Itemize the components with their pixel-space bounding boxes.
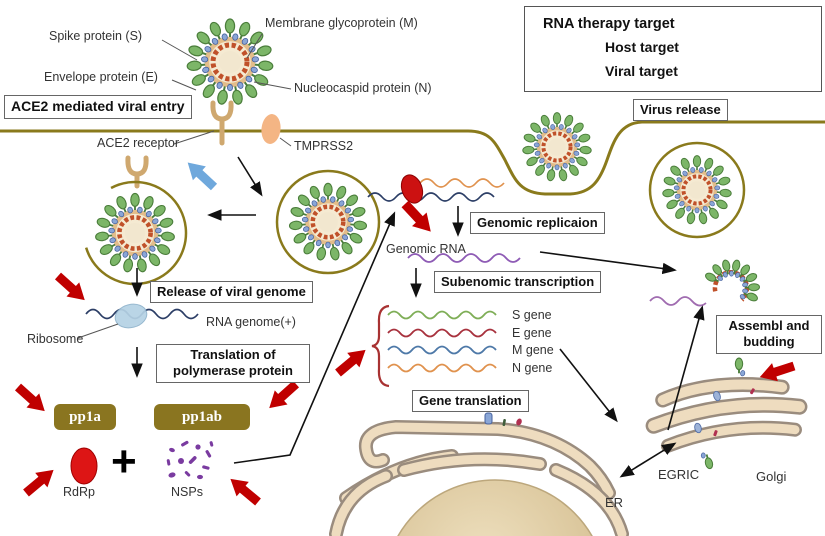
- entry-process-box: ACE2 mediated viral entry: [4, 95, 192, 119]
- release-vesicle: [648, 141, 746, 239]
- ribosome-label: Ribosome: [27, 332, 84, 346]
- nascent-rna-wave: [419, 178, 505, 188]
- nucleus: [397, 479, 593, 536]
- plus-sign: +: [111, 437, 137, 486]
- er-label: ER: [605, 495, 624, 510]
- egric-label: EGRIC: [658, 467, 700, 482]
- viral-arrow-pp1a: [11, 379, 52, 419]
- host-target-arrow-ace2: [181, 155, 221, 194]
- ribosome-shape: [114, 303, 148, 329]
- rna-genome-label: RNA genome(+): [206, 315, 296, 329]
- virus-release-box: Virus release: [633, 99, 728, 122]
- virion-endosome-right: [289, 183, 367, 261]
- assembling-rna-tail: [649, 296, 707, 307]
- pp1a-box: pp1a: [54, 404, 116, 430]
- virion-assembling: [703, 257, 761, 306]
- s-gene-wave: [387, 310, 497, 320]
- viral-arrow-replication: [397, 197, 439, 239]
- rdrp-on-template: [400, 174, 424, 204]
- flow-arrows: [131, 156, 705, 478]
- legend-host-label: Host target: [605, 39, 679, 55]
- spike-protein-label: Spike protein (S): [49, 29, 143, 43]
- n-gene-wave: [387, 363, 497, 373]
- golgi-membrane-proteins: [694, 357, 755, 472]
- virion-release: [662, 156, 732, 225]
- ace2-receptor-shape: [125, 100, 234, 189]
- nucleus-and-er: [329, 412, 629, 536]
- ace2-receptor-label: ACE2 receptor: [97, 136, 179, 150]
- legend-title: RNA therapy target: [543, 16, 675, 32]
- subgenomic-transcription-box: Subenomic transcription: [434, 271, 602, 294]
- endosome-left: [82, 180, 188, 286]
- er-membrane-proteins: [484, 412, 522, 427]
- gene-translation-box: Gene translation: [412, 390, 529, 413]
- nsps-cluster: [166, 440, 214, 480]
- m-gene-label: M gene: [512, 343, 554, 357]
- genomic-replication-box: Genomic replicaion: [470, 212, 605, 235]
- e-gene-wave: [387, 328, 497, 338]
- viral-arrow-rdrp: [19, 462, 60, 501]
- virion-extracellular: [186, 19, 273, 106]
- envelope-protein-label: Envelope protein (E): [44, 70, 158, 84]
- translation-polymerase-box: Translation of polymerase protein: [156, 344, 310, 383]
- e-gene-label: E gene: [512, 326, 552, 340]
- nucleocapsid-protein-label: Nucleocaspid protein (N): [294, 81, 432, 95]
- legend-box: RNA therapy target Host target Viral tar…: [524, 6, 822, 92]
- virion-endosome-left: [95, 193, 175, 273]
- viral-arrow-genes: [331, 342, 372, 381]
- viral-arrow-pp1ab: [262, 376, 303, 416]
- golgi-apparatus: [645, 377, 808, 453]
- cell-membrane: [0, 120, 825, 196]
- virion-in-pit: [522, 113, 592, 182]
- release-genome-box: Release of viral genome: [150, 281, 313, 304]
- genomic-rna-wave: [407, 253, 521, 263]
- pp1ab-box: pp1ab: [154, 404, 250, 430]
- tmprss2-label: TMPRSS2: [294, 139, 354, 153]
- endosome-right: [275, 169, 381, 275]
- template-rna-wave: [367, 192, 495, 202]
- genomic-rna-label: Genomic RNA: [386, 242, 466, 256]
- m-gene-wave: [387, 345, 497, 355]
- membrane-glycoprotein-label: Membrane glycoprotein (M): [265, 16, 418, 30]
- rdrp-label: RdRp: [63, 485, 95, 499]
- tmprss2-shape: [261, 114, 281, 144]
- n-gene-label: N gene: [512, 361, 553, 375]
- assembly-budding-box: Assembl and budding: [716, 315, 822, 354]
- s-gene-label: S gene: [512, 308, 552, 322]
- label-pointer-lines: [77, 33, 292, 339]
- er-tubules: [329, 419, 629, 536]
- nsps-label: NSPs: [171, 485, 203, 499]
- rdrp-shape: [70, 447, 98, 485]
- golgi-label: Golgi: [756, 469, 787, 484]
- legend-viral-label: Viral target: [605, 63, 678, 79]
- gene-brace: [371, 304, 390, 388]
- viral-arrow-nsps: [224, 471, 265, 510]
- viral-arrow-ribosome: [51, 268, 92, 308]
